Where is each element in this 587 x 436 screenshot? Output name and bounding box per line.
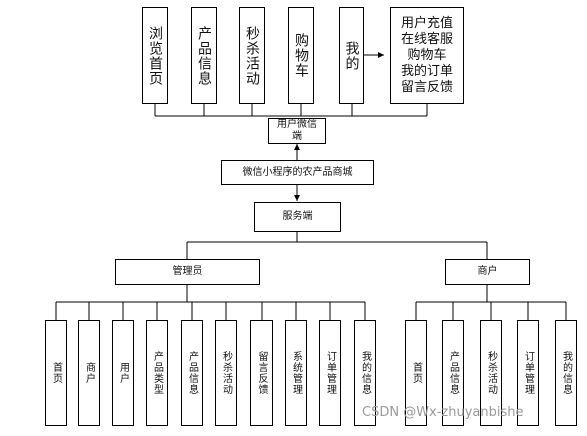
- node-home-page: 浏览首页: [142, 7, 168, 104]
- node-admin-user: 用户: [112, 320, 134, 426]
- node-flash-sale: 秒杀活动: [239, 7, 265, 104]
- node-admin-orders: 订单管理: [319, 320, 341, 426]
- node-label: 商户: [83, 362, 95, 384]
- node-label: 系统管理: [290, 351, 302, 395]
- node-merchant-orders: 订单管理: [517, 320, 539, 426]
- submenu-item: 在线客服: [400, 31, 453, 47]
- node-server: 服务端: [254, 202, 341, 232]
- node-mine: 我的: [339, 7, 364, 104]
- node-admin-my-info: 我的信息: [354, 320, 376, 426]
- node-label: 产品信息: [447, 351, 459, 395]
- node-product-info: 产品信息: [191, 7, 217, 104]
- node-label: 产品信息: [196, 25, 212, 86]
- node-admin-system: 系统管理: [285, 320, 307, 426]
- submenu-item: 我的订单: [400, 63, 453, 79]
- node-label: 产品类型: [151, 351, 163, 395]
- node-merchant-home: 首页: [405, 320, 427, 426]
- node-label: 订单管理: [522, 351, 534, 395]
- node-admin-flash-sale: 秒杀活动: [215, 320, 237, 426]
- node-label: 用户微信端: [277, 119, 317, 142]
- node-user-wechat-client: 用户微信端: [268, 118, 326, 144]
- node-merchant-flash-sale: 秒杀活动: [480, 320, 502, 426]
- node-merchant-my-info: 我的信息: [555, 320, 577, 426]
- node-label: 微信小程序的农产品商城: [242, 166, 353, 178]
- csdn-watermark: CSDN @Wx-zhuyanbishe: [362, 405, 524, 420]
- node-mini-program-mall: 微信小程序的农产品商城: [221, 160, 374, 185]
- node-admin-product-info: 产品信息: [181, 320, 203, 426]
- node-label: 产品信息: [186, 351, 198, 395]
- node-merchant-product-info: 产品信息: [442, 320, 464, 426]
- node-admin-home: 首页: [45, 320, 67, 426]
- node-label: 我的信息: [560, 351, 572, 395]
- node-merchant: 商户: [445, 259, 530, 285]
- node-cart: 购物车: [288, 7, 314, 104]
- node-label: 我的信息: [359, 351, 371, 395]
- node-label: 我的: [343, 40, 360, 71]
- node-admin: 管理员: [115, 259, 260, 285]
- node-label: 服务端: [282, 211, 313, 222]
- node-label: 秒杀活动: [485, 351, 497, 395]
- node-admin-product-type: 产品类型: [146, 320, 168, 426]
- node-label: 首页: [410, 362, 422, 384]
- node-label: 订单管理: [324, 351, 336, 395]
- node-label: 秒杀活动: [244, 25, 260, 86]
- node-label: 用户: [117, 362, 129, 384]
- node-admin-merchant: 商户: [78, 320, 100, 426]
- node-label: 商户: [477, 266, 498, 277]
- node-label: 购物车: [293, 33, 309, 78]
- node-label: 留言反馈: [256, 351, 267, 395]
- node-label: 管理员: [172, 266, 203, 277]
- submenu-item: 购物车: [407, 47, 447, 63]
- node-label: 首页: [50, 362, 62, 384]
- submenu-item: 用户充值: [400, 15, 453, 31]
- submenu-item: 留言反馈: [400, 79, 453, 95]
- node-admin-feedback: 留言反馈: [250, 320, 273, 426]
- node-label: 秒杀活动: [220, 351, 232, 395]
- node-mine-submenu: 用户充值 在线客服 购物车 我的订单 留言反馈: [390, 7, 464, 104]
- node-label: 浏览首页: [147, 25, 163, 86]
